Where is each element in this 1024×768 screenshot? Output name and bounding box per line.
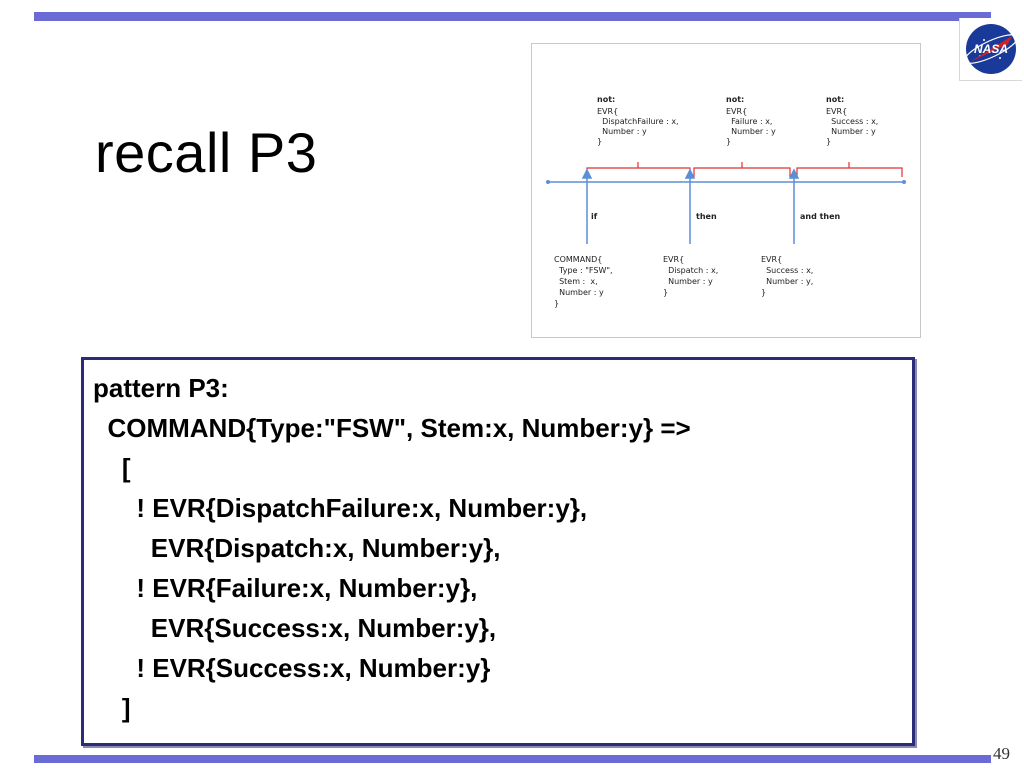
not-labels: not: not: not:: [597, 95, 844, 104]
svg-text:EVR{: EVR{: [826, 107, 847, 116]
not-label-2: not:: [726, 95, 744, 104]
timeline-diagram: not: not: not: EVR{ DispatchFailure : x,…: [531, 43, 921, 338]
label-then: then: [696, 212, 717, 221]
not-label-1: not:: [597, 95, 615, 104]
svg-text:EVR{: EVR{: [726, 107, 747, 116]
svg-text:Number : y,: Number : y,: [761, 277, 813, 286]
event-block-success: EVR{ Success : x, Number : y, }: [761, 255, 813, 297]
svg-text:Failure : x,: Failure : x,: [726, 117, 772, 126]
svg-text:EVR{: EVR{: [761, 255, 782, 264]
svg-text:NASA: NASA: [974, 42, 1008, 56]
svg-text:Number : y: Number : y: [726, 127, 776, 136]
svg-text:Number : y: Number : y: [597, 127, 647, 136]
svg-text:}: }: [663, 288, 668, 297]
svg-text:}: }: [597, 137, 602, 146]
svg-text:Number : y: Number : y: [663, 277, 713, 286]
label-and-then: and then: [800, 212, 841, 221]
timeline-start-dot: [546, 180, 550, 184]
svg-text:DispatchFailure : x,: DispatchFailure : x,: [597, 117, 679, 126]
svg-text:EVR{: EVR{: [663, 255, 684, 264]
nasa-logo-icon: NASA: [963, 24, 1019, 74]
code-line-9: ]: [93, 693, 131, 723]
pattern-code-box: pattern P3: COMMAND{Type:"FSW", Stem:x, …: [81, 357, 915, 746]
timeline-diagram-svg: not: not: not: EVR{ DispatchFailure : x,…: [546, 95, 906, 308]
page-number: 49: [993, 744, 1010, 763]
svg-text:Dispatch : x,: Dispatch : x,: [663, 266, 718, 275]
bracket-3: [796, 162, 903, 177]
bracket-1: [586, 162, 691, 177]
timeline-labels: if then and then: [591, 212, 841, 221]
not-block-1: EVR{ DispatchFailure : x, Number : y }: [597, 107, 679, 146]
event-block-dispatch: EVR{ Dispatch : x, Number : y }: [663, 255, 718, 297]
code-line-6: ! EVR{Failure:x, Number:y},: [93, 573, 478, 603]
code-line-5: EVR{Dispatch:x, Number:y},: [93, 533, 501, 563]
code-line-1: pattern P3:: [93, 373, 229, 403]
code-line-3: [: [93, 453, 131, 483]
svg-text:Success : x,: Success : x,: [826, 117, 878, 126]
code-line-7: EVR{Success:x, Number:y},: [93, 613, 497, 643]
event-block-command: COMMAND{ Type : "FSW", Stem : x, Number …: [554, 255, 613, 308]
not-block-2: EVR{ Failure : x, Number : y }: [726, 107, 776, 146]
code-line-4: ! EVR{DispatchFailure:x, Number:y},: [93, 493, 588, 523]
timeline-end-dot: [902, 180, 906, 184]
top-accent-bar: [34, 12, 991, 21]
code-line-8: ! EVR{Success:x, Number:y}: [93, 653, 491, 683]
svg-text:Type : "FSW",: Type : "FSW",: [554, 266, 613, 275]
svg-text:}: }: [761, 288, 766, 297]
not-brackets: [586, 162, 903, 177]
svg-text:EVR{: EVR{: [597, 107, 618, 116]
event-arrows: [581, 168, 800, 244]
nasa-logo: NASA: [959, 18, 1022, 81]
svg-text:Number : y: Number : y: [554, 288, 604, 297]
code-line-2: COMMAND{Type:"FSW", Stem:x, Number:y} =>: [93, 413, 691, 443]
svg-text:}: }: [554, 299, 559, 308]
not-block-3: EVR{ Success : x, Number : y }: [826, 107, 878, 146]
slide-title: recall P3: [95, 121, 318, 184]
label-if: if: [591, 212, 598, 221]
svg-text:}: }: [826, 137, 831, 146]
svg-text:Success : x,: Success : x,: [761, 266, 813, 275]
svg-text:Number : y: Number : y: [826, 127, 876, 136]
svg-text:COMMAND{: COMMAND{: [554, 255, 602, 264]
bracket-2: [693, 162, 791, 177]
bottom-accent-bar: [34, 755, 991, 763]
svg-text:}: }: [726, 137, 731, 146]
svg-text:Stem : x,: Stem : x,: [554, 277, 598, 286]
not-label-3: not:: [826, 95, 844, 104]
